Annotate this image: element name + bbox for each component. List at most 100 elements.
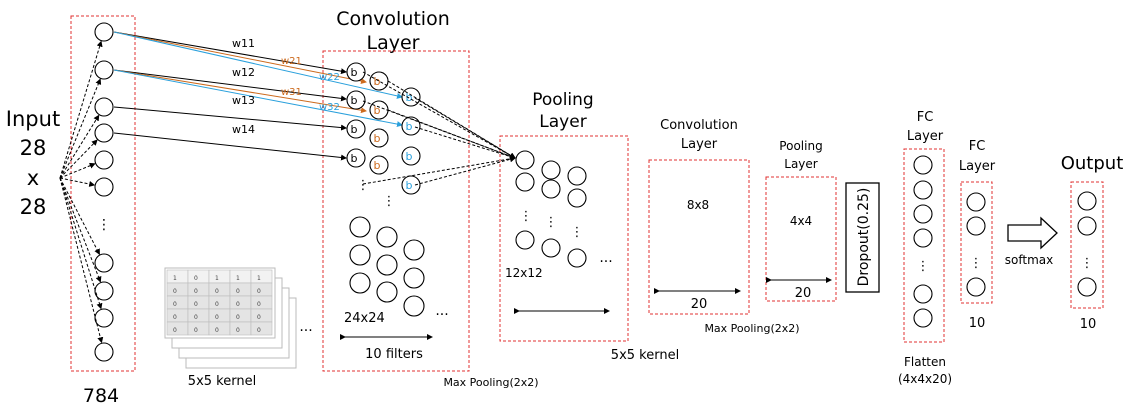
weight-label-secondary: w32	[319, 102, 340, 113]
softmax-label: softmax	[1005, 253, 1053, 267]
pool2-layer-box	[765, 176, 837, 302]
conv1-size: 24x24	[344, 311, 385, 326]
kernel-cell	[229, 308, 252, 323]
weight-label-secondary: w21	[281, 56, 302, 67]
pool1-neuron	[515, 230, 535, 250]
fc2-node	[966, 216, 986, 236]
pool2-title-line1: Pooling	[779, 139, 822, 153]
weight-edge-orange	[113, 69, 367, 114]
conv1-ellipsis-v2: ⋮	[383, 194, 396, 209]
kernel-value: 0	[194, 301, 198, 308]
pool1-ellipsis-h: ...	[599, 250, 612, 266]
conv1-neuron	[376, 226, 398, 248]
input-fan-arrow	[59, 139, 98, 179]
conv1-layer-box	[322, 50, 470, 372]
bias-node	[346, 148, 366, 168]
fc1-node	[913, 180, 933, 200]
kernel1-label: 5x5 kernel	[188, 374, 256, 389]
fc2-title-line1: FC	[969, 139, 986, 154]
fc2-nodes	[966, 192, 986, 297]
kernel-value: 0	[215, 327, 219, 334]
conv1-neuron	[349, 272, 371, 294]
input-node	[94, 60, 114, 80]
kernel-value: 0	[215, 314, 219, 321]
kernel-cell	[229, 282, 252, 297]
conv1-neuron	[403, 239, 425, 261]
input-fan-arrow	[59, 40, 103, 179]
kernel-cell	[250, 321, 273, 336]
bias-node-orange	[369, 155, 389, 175]
fc1-ellipsis: ⋮	[917, 259, 930, 274]
kernel-cell	[250, 295, 273, 310]
bias-node-blue	[401, 175, 421, 195]
conv1-neuron	[349, 244, 371, 266]
pool1-size: 12x12	[505, 266, 543, 280]
conv1-filters: 10 filters	[365, 347, 423, 362]
input-title-line4: 28	[20, 195, 47, 219]
weight-edge-blue	[113, 31, 403, 99]
kernel-value: 1	[215, 275, 219, 282]
pool-edge	[414, 156, 516, 186]
output-layer-box	[1070, 181, 1104, 309]
kernel-cell	[166, 295, 189, 310]
weight-label: w13	[232, 94, 255, 107]
input-fan-arrows	[59, 40, 104, 344]
pool-edge	[362, 155, 516, 185]
input-to-conv-edges	[113, 31, 403, 161]
kernel-value: 0	[194, 314, 198, 321]
bias-node	[346, 62, 366, 82]
kernel-value: 0	[257, 327, 261, 334]
output-nodes	[1077, 191, 1097, 297]
kernel-value: 0	[173, 301, 177, 308]
bias-label-orange: b	[374, 132, 381, 145]
pool-edge	[414, 97, 516, 159]
conv1-neuron-grid	[349, 216, 425, 317]
pool-edge	[387, 109, 516, 160]
output-node	[1077, 216, 1097, 236]
fc2-layer-box	[960, 181, 993, 304]
kernel-cell	[166, 282, 189, 297]
input-count: 784	[83, 385, 119, 407]
kernel-value: 0	[236, 301, 240, 308]
input-title-line1: Input	[6, 107, 60, 131]
kernel-cell	[208, 321, 231, 336]
weight-label-secondary: w22	[319, 72, 340, 83]
fc1-node	[913, 284, 933, 304]
weight-edge	[113, 31, 347, 75]
kernel-cell	[187, 308, 210, 323]
kernel-value: 1	[173, 275, 177, 282]
weight-edge	[113, 106, 347, 131]
kernel-value: 0	[194, 275, 198, 282]
softmax-arrow-icon	[1007, 216, 1058, 250]
fc2-title-line2: Layer	[959, 159, 996, 174]
bias-label-orange: b	[374, 75, 381, 88]
input-node	[94, 22, 114, 42]
input-node	[94, 123, 114, 143]
weight-edge	[113, 132, 347, 161]
input-node	[94, 308, 114, 328]
kernel-cell	[208, 308, 231, 323]
input-title-line2: 28	[20, 136, 47, 160]
kernel-value: 0	[215, 301, 219, 308]
kernel-value: 0	[257, 314, 261, 321]
weight-label: w14	[232, 123, 255, 136]
input-node	[94, 150, 114, 170]
fc1-flatten-line1: Flatten	[904, 355, 946, 369]
conv1-neuron	[349, 216, 371, 238]
kernel-cell	[208, 269, 231, 284]
input-ellipsis: ⋮	[97, 217, 111, 233]
bias-label-blue: b	[406, 179, 413, 192]
kernel-value: 0	[257, 288, 261, 295]
pool-edge	[362, 71, 516, 159]
conv2-title-line2: Layer	[681, 137, 718, 152]
conv1-ellipsis-v1: ⋮	[357, 178, 370, 193]
bias-label: b	[351, 123, 358, 136]
pool1-neuron	[541, 160, 561, 180]
conv1-title-line1: Convolution	[336, 8, 450, 30]
fc1-node	[913, 308, 933, 328]
pool2-depth: 20	[795, 286, 812, 301]
pool1-neuron	[567, 166, 587, 186]
pool2-title-line2: Layer	[784, 157, 818, 171]
kernel-value: 0	[173, 288, 177, 295]
kernel-value: 0	[236, 314, 240, 321]
